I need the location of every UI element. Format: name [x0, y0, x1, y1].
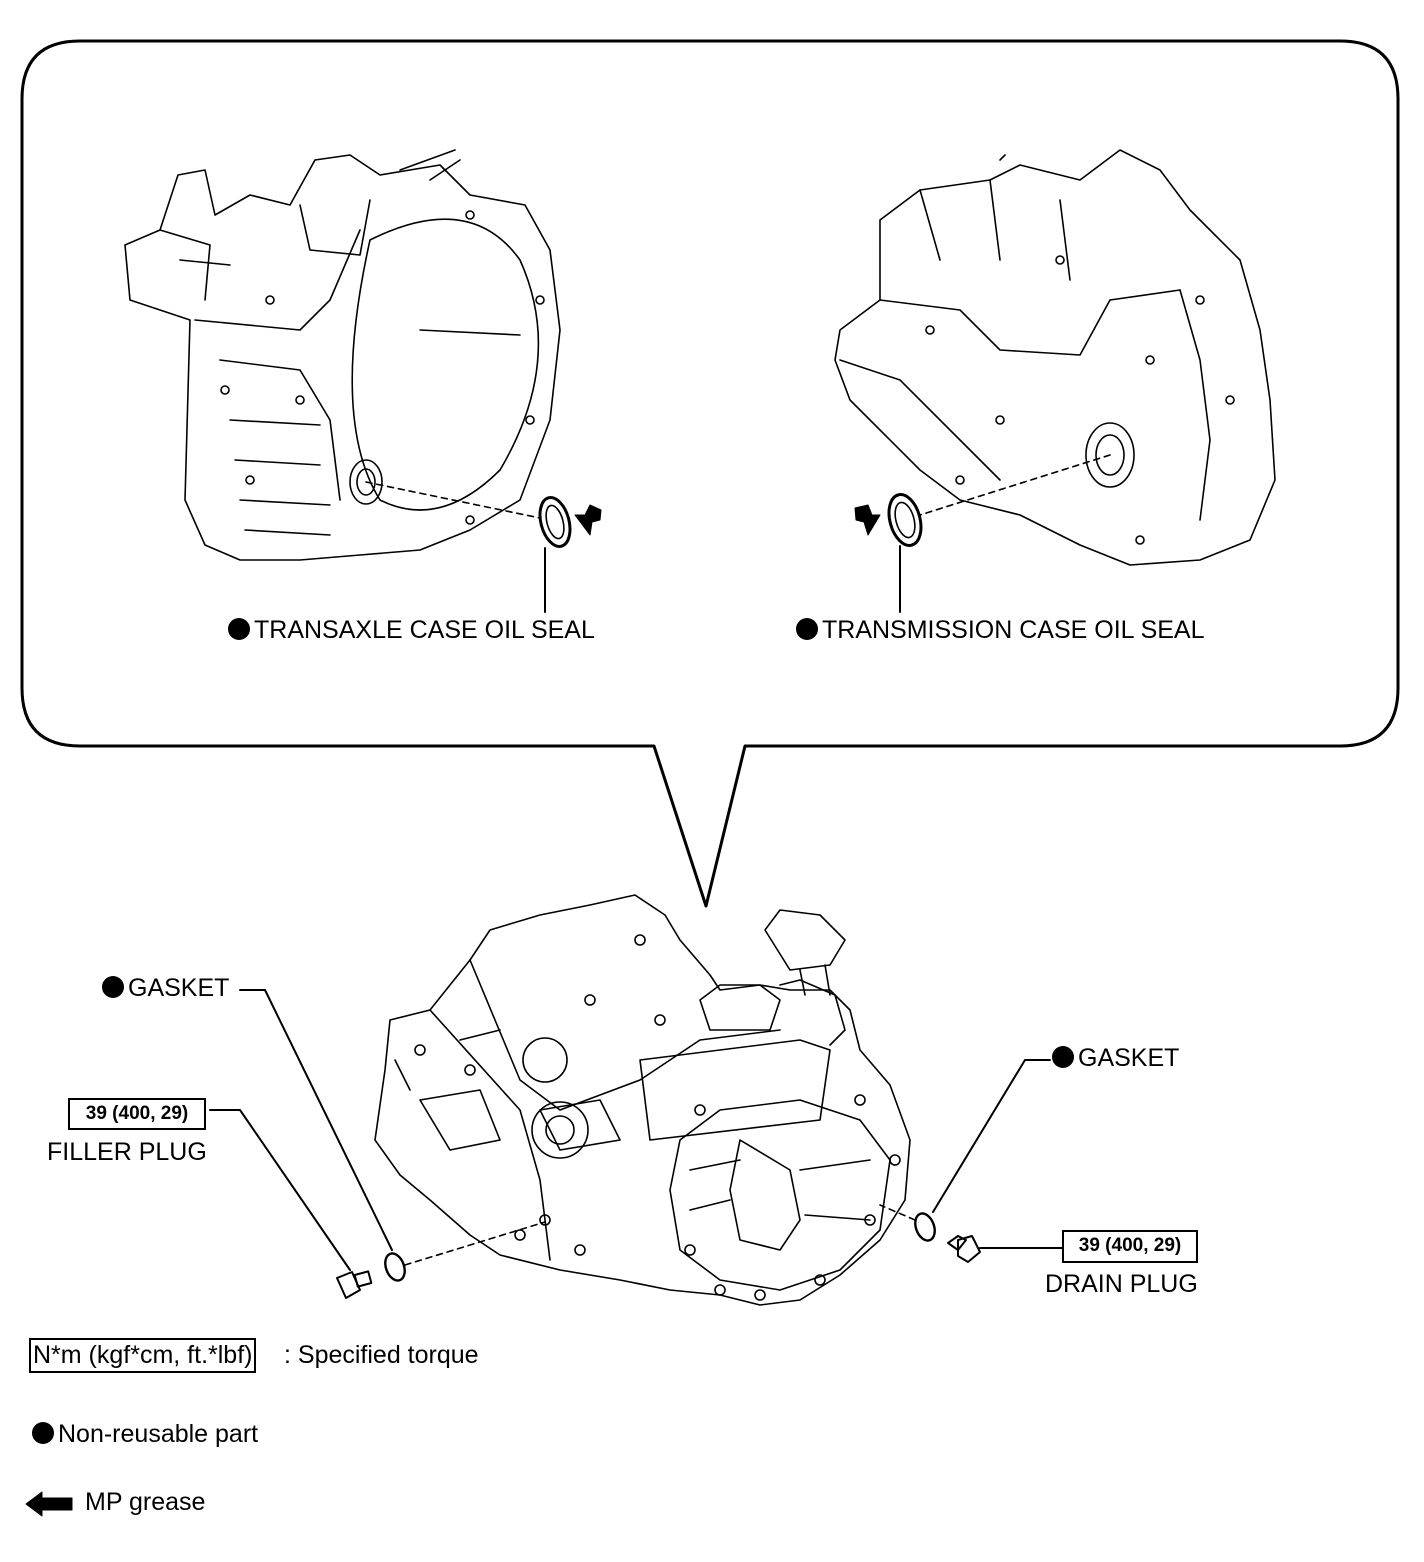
legend-torque-box: N*m (kgf*cm, ft.*lbf): [29, 1338, 257, 1373]
grease-arrow-left: [574, 504, 602, 536]
transmission-assembly-illustration: [374, 894, 911, 1306]
filler-plug-label: FILLER PLUG: [47, 1138, 207, 1166]
transmission-oil-seal-label: TRANSMISSION CASE OIL SEAL: [796, 618, 1205, 643]
non-reusable-dot-icon: [32, 1422, 54, 1445]
transaxle-case-illustration: [124, 149, 561, 561]
grease-arrow-right: [854, 504, 881, 536]
filler-plug-icon: [336, 1270, 373, 1299]
non-reusable-dot-icon: [228, 618, 250, 641]
callout-balloon: [20, 39, 1400, 908]
gasket-left-text: GASKET: [128, 974, 230, 1002]
gasket-right-icon: [914, 1212, 936, 1242]
gasket-right-text: GASKET: [1078, 1044, 1180, 1072]
legend-nonreusable-text: Non-reusable part: [58, 1420, 259, 1448]
transmission-oil-seal-text: TRANSMISSION CASE OIL SEAL: [822, 616, 1205, 644]
gasket-left-icon: [384, 1252, 406, 1282]
gasket-left-label: GASKET: [102, 976, 229, 1001]
transmission-oil-seal-icon: [887, 493, 923, 547]
legend-torque-text: : Specified torque: [284, 1341, 479, 1369]
legend-grease-text: MP grease: [85, 1488, 206, 1516]
transaxle-oil-seal-icon: [538, 496, 572, 548]
transaxle-oil-seal-label: TRANSAXLE CASE OIL SEAL: [228, 618, 595, 643]
filler-torque-box: 39 (400, 29): [68, 1098, 206, 1130]
legend-nonreusable: Non-reusable part: [32, 1422, 258, 1447]
legend-grease-arrow-icon: [25, 1491, 73, 1517]
transaxle-oil-seal-text: TRANSAXLE CASE OIL SEAL: [254, 616, 595, 644]
non-reusable-dot-icon: [102, 976, 124, 999]
drain-torque-box: 39 (400, 29): [1062, 1230, 1198, 1263]
transmission-case-illustration: [834, 149, 1276, 566]
drain-plug-icon: [947, 1235, 981, 1263]
gasket-right-label: GASKET: [1052, 1046, 1179, 1071]
drain-plug-label: DRAIN PLUG: [1045, 1270, 1198, 1298]
non-reusable-dot-icon: [796, 618, 818, 641]
non-reusable-dot-icon: [1052, 1046, 1074, 1069]
